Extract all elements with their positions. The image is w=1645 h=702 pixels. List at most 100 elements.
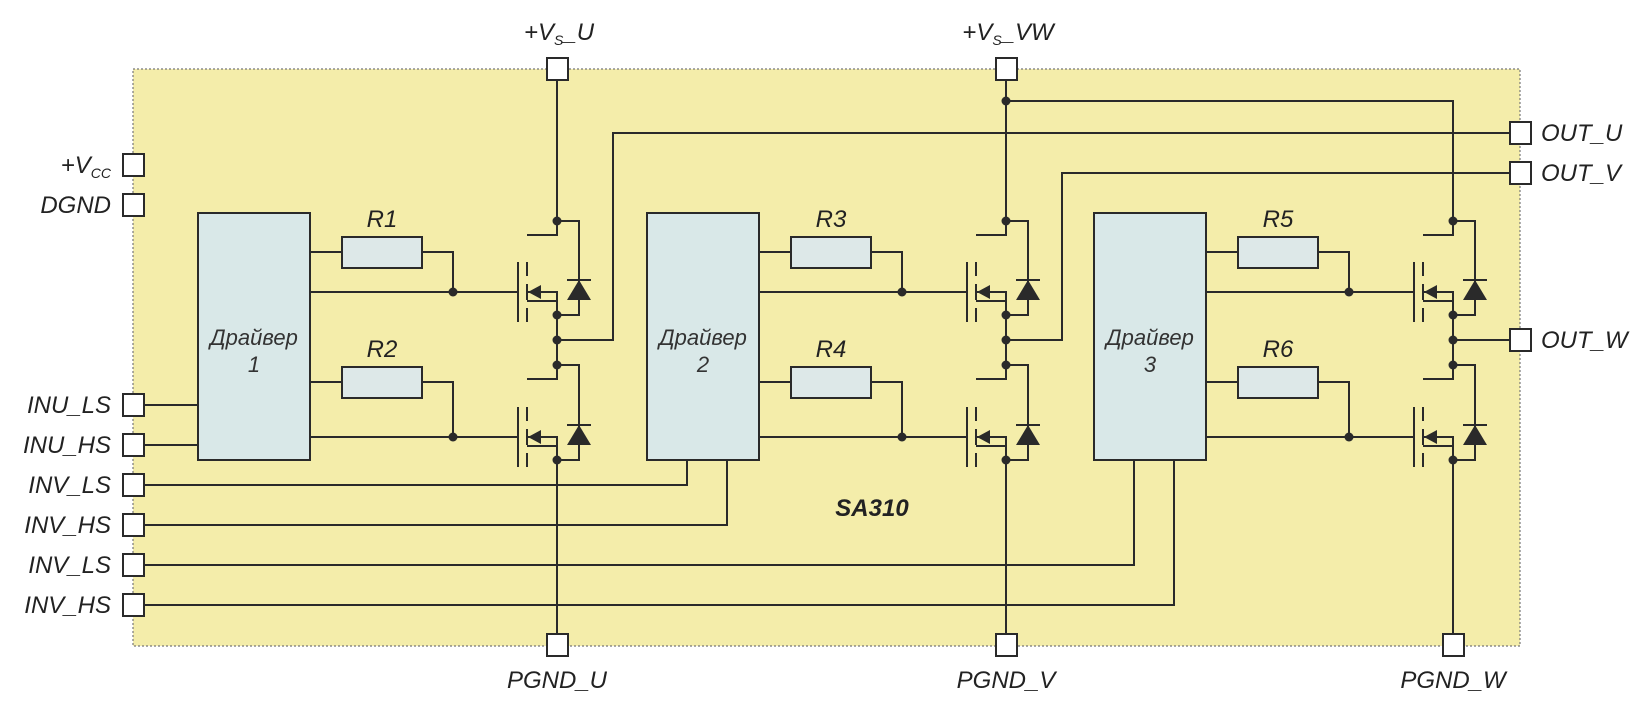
driver-3-high-side-mosfet [1413, 220, 1487, 322]
components [197, 96, 1487, 467]
vs-vw-label: +VS_VW [962, 19, 1056, 48]
vs-u-pin[interactable] [546, 57, 569, 81]
junction-dot [1001, 455, 1011, 465]
junction-dot [552, 335, 562, 345]
vs-u-label-prefix: +V [524, 19, 556, 46]
junction-dot [1001, 310, 1011, 320]
chip-body [132, 68, 1521, 647]
resistor-to-gate [871, 381, 903, 437]
driver-1-r_top-label: R1 [367, 206, 398, 233]
junction-dot [552, 360, 562, 370]
driver-3-r_top-label: R5 [1263, 206, 1294, 233]
junction-dot [897, 287, 907, 297]
driver-1-r_top-resistor [341, 236, 423, 269]
vs-vw-to-w-rail [1006, 100, 1454, 221]
junction-dot [552, 455, 562, 465]
inv-ls-1-trace [133, 460, 688, 486]
driver-1-r_bottom-resistor [341, 366, 423, 399]
driver-1-title: Драйвер [207, 325, 298, 350]
out-v-trace [1006, 172, 1520, 341]
junction-dot [552, 310, 562, 320]
driver-1-high-side-mosfet [517, 220, 591, 322]
driver-3-r_top-resistor [1237, 236, 1319, 269]
inv-ls-1-label: INV_LS [28, 472, 111, 499]
pgnd-w-label: PGND_W [1400, 667, 1508, 694]
dgnd-label: DGND [40, 192, 111, 219]
out-u-trace [557, 132, 1520, 341]
resistor-to-gate [871, 251, 903, 292]
out-w-pin[interactable] [1509, 328, 1532, 352]
inv-ls-1-pin[interactable] [122, 473, 145, 497]
inu-hs-pin[interactable] [122, 433, 145, 457]
out-w-label: OUT_W [1541, 327, 1630, 354]
driver-2-low-side-mosfet [966, 364, 1040, 467]
driver-3-r_bottom-resistor [1237, 366, 1319, 399]
driver-2-r_bottom-resistor [790, 366, 872, 399]
junction-dot [552, 216, 562, 226]
pgnd-v-label: PGND_V [957, 667, 1058, 694]
vs-vw-label-prefix: +V [962, 19, 994, 46]
junction-dot [897, 432, 907, 442]
driver-3-number: 3 [1144, 352, 1157, 377]
vcc-label: +VCC [61, 152, 112, 181]
inv-hs-2-pin[interactable] [122, 593, 145, 617]
driver-3-r_bottom-label: R6 [1263, 336, 1294, 363]
resistor-to-gate [1318, 251, 1350, 292]
out-v-label: OUT_V [1541, 160, 1623, 187]
junction-dot [1448, 455, 1458, 465]
inv-ls-2-pin[interactable] [122, 553, 145, 577]
out-u-pin[interactable] [1509, 121, 1532, 145]
vcc-label-subscript: CC [91, 165, 112, 181]
pgnd-u-label: PGND_U [507, 667, 608, 694]
inu-ls-label: INU_LS [27, 392, 111, 419]
resistor-to-gate [1318, 381, 1350, 437]
junction-dot [1001, 216, 1011, 226]
pgnd-u-pin[interactable] [546, 633, 569, 657]
resistor-to-gate [422, 381, 454, 437]
driver-2-r_top-resistor [790, 236, 872, 269]
driver-2-block [646, 212, 760, 461]
junction-dot [1448, 360, 1458, 370]
vs-vw-pin[interactable] [995, 57, 1018, 81]
inv-hs-2-label: INV_HS [24, 592, 111, 619]
driver-1-number: 1 [248, 352, 260, 377]
inv-hs-1-pin[interactable] [122, 513, 145, 537]
junction-dot [1448, 216, 1458, 226]
inu-hs-label: INU_HS [23, 432, 111, 459]
pgnd-v-pin[interactable] [995, 633, 1018, 657]
vs-u-label-suffix: _U [561, 19, 594, 46]
inv-hs-1-trace [133, 460, 728, 526]
inv-ls-2-label: INV_LS [28, 552, 111, 579]
vcc-pin[interactable] [122, 153, 145, 177]
junction-dot [448, 287, 458, 297]
vcc-label-prefix: +V [61, 152, 93, 179]
driver-2-number: 2 [696, 352, 709, 377]
junction-dot [1001, 360, 1011, 370]
dgnd-pin[interactable] [122, 193, 145, 217]
inu-ls-pin[interactable] [122, 393, 145, 417]
out-u-label: OUT_U [1541, 120, 1623, 147]
driver-2-r_top-label: R3 [816, 206, 847, 233]
junction-dot [1001, 96, 1011, 106]
pins [122, 57, 1532, 657]
driver-2-r_bottom-label: R4 [816, 336, 847, 363]
junction-dot [1448, 335, 1458, 345]
driver-3-low-side-mosfet [1413, 364, 1487, 467]
driver-2-title: Драйвер [656, 325, 747, 350]
junction-dot [1448, 310, 1458, 320]
inv-hs-1-label: INV_HS [24, 512, 111, 539]
junction-dot [1344, 287, 1354, 297]
inv-hs-2-trace [133, 460, 1175, 606]
pgnd-w-pin[interactable] [1442, 633, 1465, 657]
vs-u-label: +VS_U [524, 19, 595, 48]
inv-ls-2-trace [133, 460, 1135, 566]
vs-vw-label-subscript: S [992, 32, 1002, 48]
junction-dot [1001, 335, 1011, 345]
driver-3-block [1093, 212, 1207, 461]
out-v-pin[interactable] [1509, 161, 1532, 185]
wiring [133, 69, 1520, 645]
driver-3-title: Драйвер [1103, 325, 1194, 350]
resistor-to-gate [422, 251, 454, 292]
